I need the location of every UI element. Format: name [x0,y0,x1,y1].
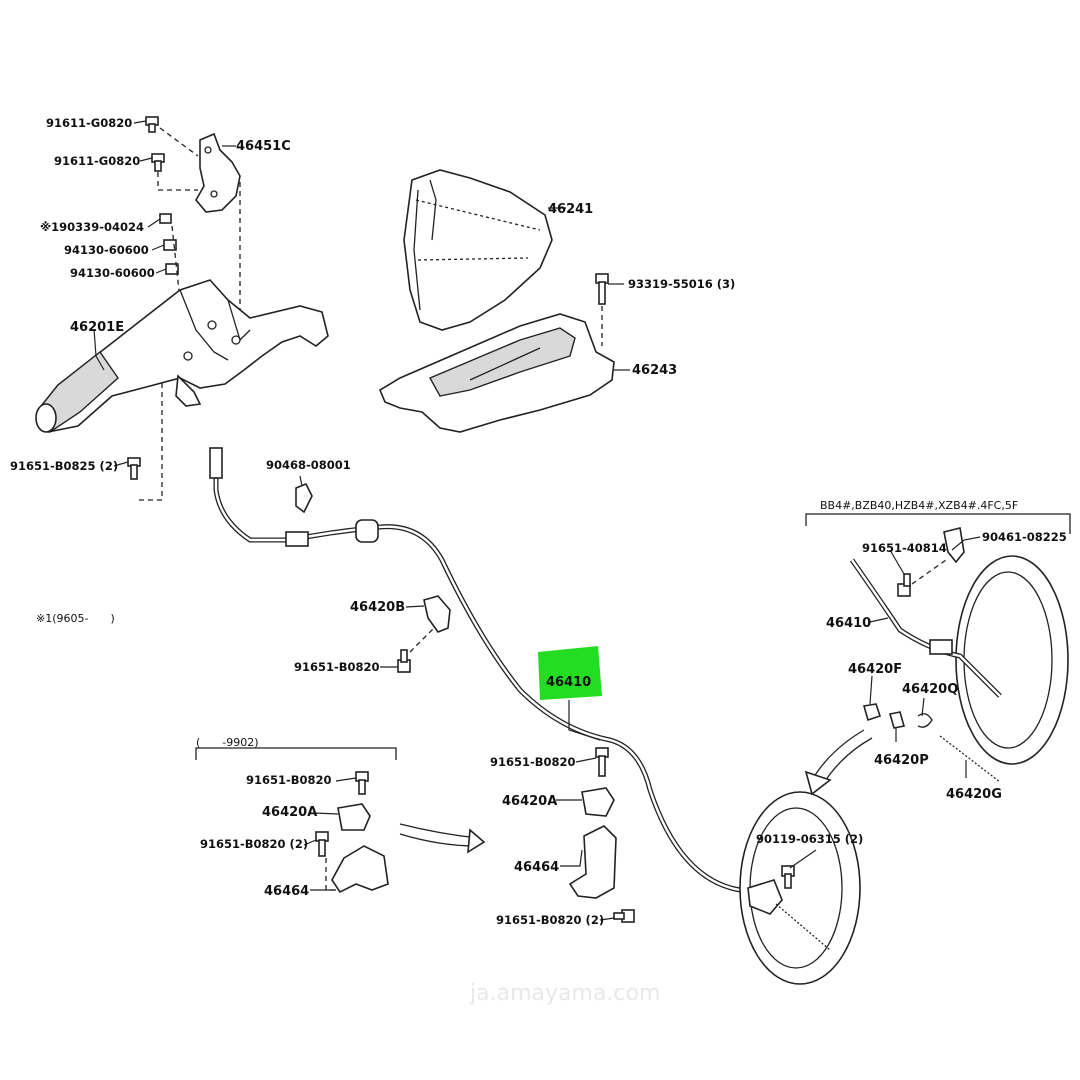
bolt-91611-top-icon [145,116,159,133]
clamp-group-after [568,747,635,923]
label-46201e: 46201E [70,320,124,335]
bolt-91651-40814-icon [897,573,911,597]
label-46420g: 46420G [946,787,1002,802]
bracket-46464-left-icon [331,845,389,894]
part-46420p-icon [888,711,906,729]
clamp-46420b [397,595,451,673]
label-91651-b0820-2-right: 91651-B0820 (2) [496,913,604,927]
inset-drum-icon [955,555,1069,765]
cable-path-icon [213,460,771,903]
boot-46241-icon [403,169,553,331]
leader-lines [93,120,981,921]
nut-190339-icon [159,213,172,224]
lever-46201e-icon [37,279,329,433]
label-46464-left: 46464 [264,884,309,899]
bracket-46464-right-icon [568,825,617,899]
label-91651-b0820-2-left: 91651-B0820 (2) [200,837,308,851]
label-90468: 90468-08001 [266,458,351,472]
inset-before-9902 [195,747,397,894]
label-90461: 90461-08225 [982,530,1067,544]
clamp-46420a-left-icon [337,803,371,831]
label-46420a-right: 46420A [502,794,557,809]
bolt-90119-icon [781,865,795,889]
bolt-91651-b0820-2-left-icon [315,831,329,857]
label-91611-g0820-top: 91611-G0820 [46,116,132,130]
label-46420q: 46420Q [902,682,958,697]
label-46451c: 46451C [236,139,291,154]
screw-93319-icon [595,273,609,305]
label-46410-side: 46410 [826,616,871,631]
clip-90468-icon [295,482,313,514]
arrow-left-to-right [399,823,479,839]
label-46241: 46241 [548,202,593,217]
rear-brake-drum [739,791,861,985]
label-46410-main: 46410 [546,675,591,690]
boot-and-console [378,169,615,433]
label-94130-a: 94130-60600 [64,243,149,257]
spring-46420g-icon [939,735,1001,783]
label-91651-b0820-b: 91651-B0820 [294,660,380,674]
part-46420f-icon [862,703,882,722]
label-91611-g0820-mid: 91611-G0820 [54,154,140,168]
label-94130-b: 94130-60600 [70,266,155,280]
label-190339: ※190339-04024 [40,220,144,234]
label-46464-right: 46464 [514,860,559,875]
label-46420f: 46420F [848,662,902,677]
bolt-91651-b0825-icon [127,457,141,480]
inset-models [804,513,1071,796]
label-46243: 46243 [632,363,677,378]
clamp-46420b-icon [423,595,451,633]
bolt-91611-mid-icon [151,153,165,172]
note-9605: ※1(9605- ) [36,612,115,625]
main-cable-46410 [209,447,771,903]
clamp-46420a-right-icon [581,787,615,817]
label-93319: 93319-55016 (3) [628,277,735,291]
bolt-91651-b0820-d-icon [595,747,609,777]
label-range-9902: ( -9902) [196,736,259,749]
label-46420p: 46420P [874,753,929,768]
labels: 91611-G0820 91611-G0820 46451C ※190339-0… [10,116,1067,927]
label-90119: 90119-06315 (2) [756,832,863,846]
bolt-91651-b0820-2-right-icon [613,909,635,923]
clip-90461-icon [943,527,965,564]
watermark-text: ja.amayama.com [469,981,660,1006]
label-91651-b0820-c: 91651-B0820 [246,773,332,787]
highlight-46410 [538,646,602,700]
drum-backing-plate-icon [739,791,861,985]
brake-lever-assembly [35,116,329,501]
label-46420b: 46420B [350,600,405,615]
bolt-91651-b0820-b-icon [397,649,411,673]
part-46420q-icon [917,713,933,728]
bolt-91651-b0820-c-icon [355,771,369,795]
label-91651-40814: 91651-40814 [862,541,947,555]
label-91651-b0825: 91651-B0825 (2) [10,459,118,473]
label-models-note: BB4#,BZB40,HZB4#,XZB4#.4FC,5F [820,499,1018,512]
label-46420a-left: 46420A [262,805,317,820]
arrow-inset-to-drum [811,729,865,781]
label-91651-b0820-d: 91651-B0820 [490,755,576,769]
